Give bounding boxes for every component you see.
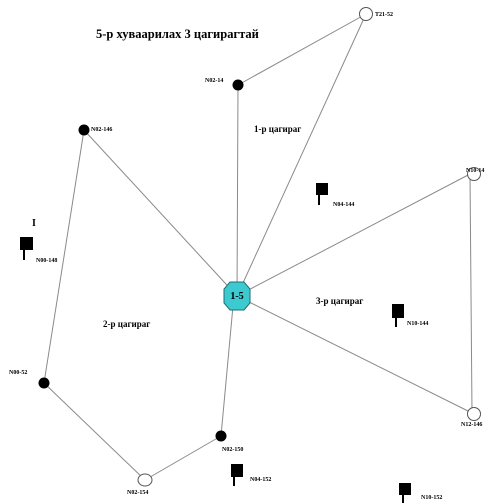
hub-1-5[interactable]: 1-5 (223, 281, 251, 311)
region-label-ring-2: 2-р цагираг (103, 319, 150, 329)
symbol-n10-144[interactable]: N10-144 (392, 304, 428, 327)
transformer-icon (399, 483, 411, 495)
edge-n02-14-t21-52 (237, 13, 367, 86)
node-n10-14[interactable]: N10-14 (466, 167, 484, 181)
filled-node-icon (78, 124, 90, 136)
region-label-ring-3: 3-р цагираг (316, 296, 363, 306)
edge-hub-n10-14 (236, 173, 471, 297)
diagram-title: 5-р хуваарилах 3 цагирагтай (96, 27, 259, 41)
node-n02-146[interactable]: N02-146 (78, 124, 113, 136)
open-node-icon (467, 167, 481, 181)
edge-hub-n02-14 (236, 84, 239, 297)
symbol-label: N04-144 (333, 202, 354, 208)
symbol-label: N00-148 (36, 258, 57, 264)
open-node-icon (467, 407, 481, 421)
edge-n00-52-n02-154 (43, 382, 146, 481)
transformer-icon (20, 237, 33, 250)
transformer-icon (231, 464, 243, 477)
edge-n02-150-hub (220, 305, 234, 437)
node-label: Т21-52 (375, 12, 393, 18)
node-n02-154[interactable]: N02-154 (127, 473, 153, 496)
edge-hub-n02-146 (83, 129, 238, 297)
edge-n12-146-hub (236, 295, 473, 414)
symbol-n00-148[interactable]: N00-148 (20, 237, 57, 264)
filled-node-icon (38, 377, 50, 389)
open-node-icon (137, 473, 153, 487)
node-label: N10-14 (466, 168, 484, 174)
edge-n10-14-n12-146 (469, 173, 473, 414)
node-label: N02-154 (127, 490, 148, 496)
transformer-icon (316, 183, 328, 195)
open-node-icon (359, 7, 373, 21)
node-n12-146[interactable]: N12-146 (461, 407, 482, 429)
region-label-ring-1: 1-р цагираг (254, 124, 301, 134)
filled-node-icon (232, 79, 244, 91)
edges (43, 13, 473, 481)
symbol-n04-144[interactable]: N04-144 (316, 183, 354, 208)
filled-node-icon (215, 430, 227, 442)
node-n00-52[interactable]: N00-52 (9, 370, 50, 389)
hub-octagon-icon (223, 281, 251, 311)
node-label: N12-146 (461, 422, 482, 428)
edge-n02-146-n00-52 (43, 129, 85, 384)
node-label: N02-146 (91, 127, 112, 133)
symbol-n04-152[interactable]: N04-152 (231, 464, 271, 486)
node-label: N02-150 (222, 447, 243, 453)
node-t21-52[interactable]: Т21-52 (359, 7, 394, 21)
edge-n02-154-n02-150 (144, 435, 222, 481)
node-n02-14[interactable]: N02-14 (205, 78, 244, 91)
symbol-n10-152[interactable]: N10-152 (399, 483, 442, 503)
transformer-icon (392, 304, 404, 318)
edge-t21-52-hub (236, 13, 367, 297)
symbol-label: N10-152 (421, 495, 442, 501)
symbol-label: N10-144 (407, 321, 428, 327)
node-n02-150[interactable]: N02-150 (215, 430, 244, 454)
hub-label: 1-5 (230, 291, 243, 302)
node-label: N00-52 (9, 370, 27, 376)
node-label: N02-14 (205, 78, 223, 84)
stray-mark: I (32, 218, 36, 229)
symbol-label: N04-152 (250, 477, 271, 483)
